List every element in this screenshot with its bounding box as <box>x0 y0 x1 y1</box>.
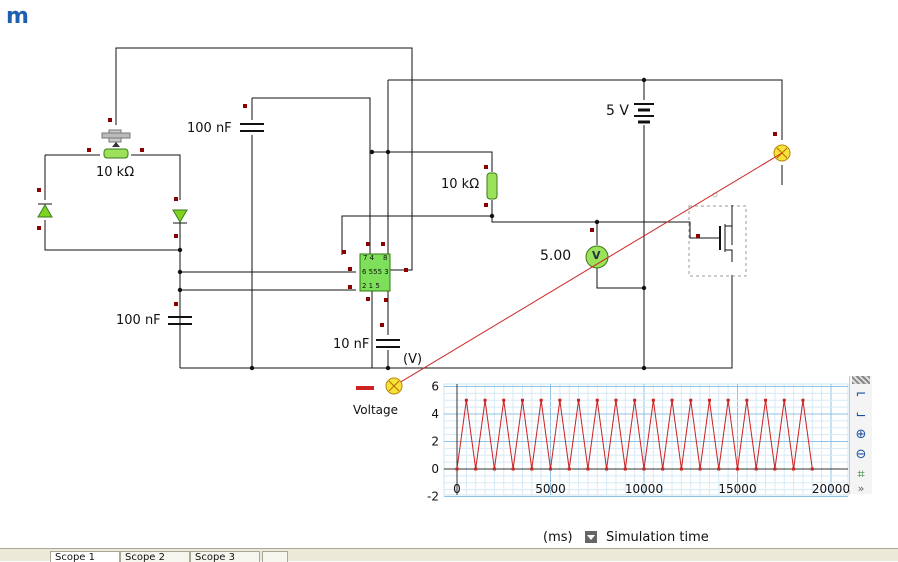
data-point <box>586 467 590 471</box>
data-point <box>520 398 524 402</box>
data-point <box>539 398 543 402</box>
data-point <box>717 467 721 471</box>
lamp[interactable] <box>773 144 791 162</box>
cap-top-label: 100 nF <box>187 121 232 136</box>
data-point <box>810 467 814 471</box>
data-point <box>549 467 552 471</box>
data-point <box>754 467 758 471</box>
data-point <box>745 398 749 402</box>
x-tick-label: 20000 <box>812 482 850 496</box>
data-point <box>577 398 581 402</box>
data-point <box>558 398 562 402</box>
data-point <box>511 467 515 471</box>
data-point <box>502 398 506 402</box>
pot-value-label: 10 kΩ <box>96 165 135 180</box>
battery[interactable] <box>634 103 654 124</box>
diode-left[interactable] <box>37 203 53 218</box>
data-point <box>792 467 796 471</box>
x-tick-label: 10000 <box>625 482 663 496</box>
data-point <box>689 398 693 402</box>
capacitor-left[interactable] <box>168 316 192 325</box>
capacitor-top[interactable] <box>240 123 264 132</box>
data-point <box>492 467 496 471</box>
zoom-x-tool-icon[interactable]: ⌐ <box>855 387 867 402</box>
y-tick-label: 6 <box>431 380 439 394</box>
probe-line <box>393 152 783 387</box>
junctions <box>177 77 647 371</box>
data-point <box>464 398 468 402</box>
app-logo: m <box>6 4 29 29</box>
resistor[interactable] <box>486 172 498 200</box>
x-tick-label: 0 <box>453 482 461 496</box>
data-point <box>633 398 637 402</box>
data-point <box>614 398 618 402</box>
data-point <box>567 467 571 471</box>
data-point <box>736 467 739 471</box>
data-point <box>764 398 768 402</box>
data-point <box>483 398 487 402</box>
zoom-out-icon[interactable]: ⊖ <box>855 447 867 462</box>
data-point <box>651 398 655 402</box>
plot-area[interactable] <box>443 383 849 496</box>
legend-label: Voltage <box>353 403 399 417</box>
data-point <box>707 398 711 402</box>
x-tick-label: 15000 <box>718 482 756 496</box>
zoom-in-icon[interactable]: ⊕ <box>855 427 867 442</box>
timer-555-ic[interactable] <box>359 253 391 292</box>
data-point <box>530 467 534 471</box>
y-tick-label: -2 <box>427 490 439 504</box>
data-point <box>726 398 730 402</box>
capacitor-bottom[interactable] <box>376 339 400 348</box>
y-tick-label: 0 <box>431 462 439 476</box>
data-point <box>623 467 627 471</box>
ic-pin8: 8 <box>383 254 388 262</box>
data-point <box>661 467 665 471</box>
y-tick-label: 2 <box>431 435 439 449</box>
y-tick-label: 4 <box>431 407 439 421</box>
scope-tabs: Scope 1 Scope 2 Scope 3 <box>0 548 898 562</box>
tab-scope-1[interactable]: Scope 1 <box>50 551 120 562</box>
meter-reading: 5.00 <box>540 248 572 264</box>
toolbar-grip[interactable] <box>852 376 870 384</box>
cap-left-label: 100 nF <box>116 313 161 328</box>
data-point <box>595 398 599 402</box>
x-unit-label: (ms) <box>543 530 573 545</box>
ic-mid-label: 6 555 3 <box>362 268 389 276</box>
legend-swatch <box>356 386 374 390</box>
data-point <box>698 467 702 471</box>
data-point <box>605 467 609 471</box>
x-unit-dropdown[interactable] <box>585 531 597 543</box>
x-tick-label: 5000 <box>535 482 566 496</box>
data-point <box>782 398 786 402</box>
scope-toolbar: ⌐ ⌙ ⊕ ⊖ ⌗ » <box>849 376 872 495</box>
x-axis-label: Simulation time <box>606 530 709 545</box>
tab-more[interactable] <box>262 551 288 562</box>
scope-probe-lamp[interactable] <box>385 377 403 395</box>
supply-label: 5 V <box>606 103 629 119</box>
ic-bottom-pins: 2 1 5 <box>362 282 380 290</box>
fit-icon[interactable]: ⌗ <box>857 467 865 482</box>
zoom-y-tool-icon[interactable]: ⌙ <box>855 407 867 422</box>
data-point <box>455 467 459 471</box>
tab-scope-3[interactable]: Scope 3 <box>190 551 260 562</box>
meter-symbol: V <box>592 249 601 262</box>
data-point <box>670 398 674 402</box>
data-point <box>642 467 646 471</box>
cap-bottom-label: 10 nF <box>333 337 370 352</box>
resistor-label: 10 kΩ <box>441 177 480 192</box>
tab-scope-2[interactable]: Scope 2 <box>120 551 190 562</box>
data-point <box>801 398 805 402</box>
terminal-markers <box>37 104 777 327</box>
data-point <box>474 467 478 471</box>
data-point <box>679 467 683 471</box>
data-point <box>773 467 777 471</box>
potentiometer[interactable] <box>101 129 131 159</box>
y-unit-label: (V) <box>403 352 423 367</box>
more-icon[interactable]: » <box>857 482 865 495</box>
scope-chart[interactable]: 0 5000 10000 15000 20000 6 4 2 0 -2 <box>0 0 898 548</box>
circuit-canvas[interactable] <box>0 0 898 548</box>
ic-top-pins: 7 4 <box>363 254 375 262</box>
diode-right[interactable] <box>172 209 188 224</box>
